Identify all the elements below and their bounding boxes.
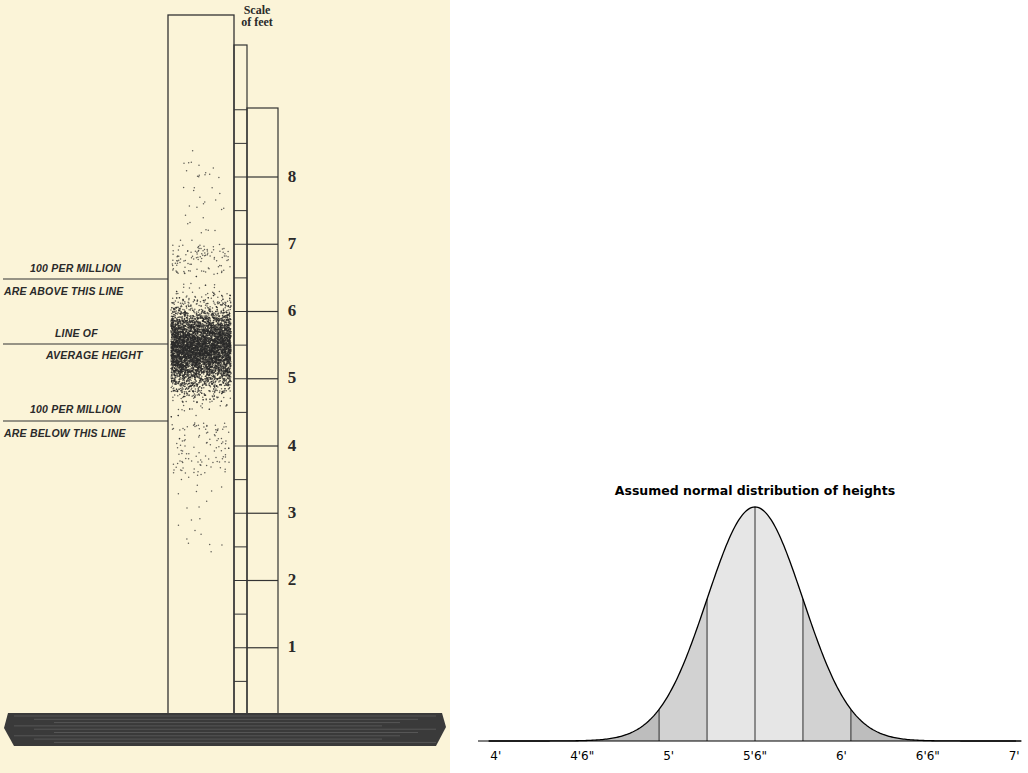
dot (201, 407, 203, 409)
dot (212, 395, 214, 397)
dot (171, 313, 173, 315)
dot (176, 293, 178, 295)
dot (189, 287, 191, 289)
dot (200, 335, 202, 337)
dot (204, 317, 206, 319)
dot (223, 397, 225, 399)
dot (210, 309, 212, 311)
dot (185, 401, 187, 403)
dot (214, 294, 216, 296)
dot (213, 301, 215, 303)
dot (194, 309, 196, 311)
dot (188, 309, 190, 311)
dot (172, 388, 174, 390)
dot (205, 307, 207, 309)
dot (173, 304, 175, 306)
dot (173, 302, 175, 304)
dot (217, 296, 219, 298)
dot (183, 304, 185, 306)
dot (211, 401, 213, 403)
paper-background (0, 0, 450, 773)
dot (178, 307, 180, 309)
dot (195, 415, 197, 417)
dot (186, 295, 188, 297)
dot (203, 315, 205, 317)
dot (174, 394, 176, 396)
dot (184, 316, 186, 318)
dot (222, 315, 224, 317)
dot (186, 307, 188, 309)
dot (182, 309, 184, 311)
dot (197, 392, 199, 394)
dot (229, 390, 231, 392)
dot (211, 375, 213, 377)
dot (198, 310, 200, 312)
dot (193, 401, 195, 403)
dot (221, 300, 223, 302)
dot (177, 313, 179, 315)
dot (186, 305, 188, 307)
dot (229, 311, 231, 313)
dot (214, 284, 216, 286)
dot (183, 405, 185, 407)
dot (221, 388, 223, 390)
dot (224, 390, 226, 392)
dot (186, 326, 188, 328)
dot (196, 311, 198, 313)
dot (195, 388, 197, 390)
dot (191, 408, 193, 410)
dot (198, 311, 200, 313)
dot (190, 283, 192, 285)
dot (171, 372, 173, 374)
dot (199, 287, 201, 289)
dot (201, 296, 203, 298)
dot (180, 302, 182, 304)
dot (192, 291, 194, 293)
dot (198, 334, 200, 336)
dot (181, 304, 183, 306)
dot (225, 383, 227, 385)
dot (230, 398, 232, 400)
dot (171, 339, 173, 341)
dot (227, 300, 229, 302)
dot (171, 391, 173, 393)
dot (199, 390, 201, 392)
dot (214, 383, 216, 385)
dot (209, 328, 211, 330)
dot (200, 301, 202, 303)
dot (229, 300, 231, 302)
dot (184, 392, 186, 394)
dot (177, 312, 179, 314)
dot (180, 329, 182, 331)
dot (213, 393, 215, 395)
dot (219, 367, 221, 369)
dot (214, 304, 216, 306)
dot (190, 380, 192, 382)
dot (178, 388, 180, 390)
dot (217, 310, 219, 312)
dot (198, 305, 200, 307)
dot (209, 391, 211, 393)
dot (184, 391, 186, 393)
dot (213, 365, 215, 367)
dot (176, 375, 178, 377)
dot (219, 320, 221, 322)
dot (189, 379, 191, 381)
dot (228, 388, 230, 390)
dot (187, 315, 189, 317)
dot (196, 372, 198, 374)
dot (212, 390, 214, 392)
dot (180, 388, 182, 390)
dot (218, 381, 220, 383)
dot (224, 388, 226, 390)
